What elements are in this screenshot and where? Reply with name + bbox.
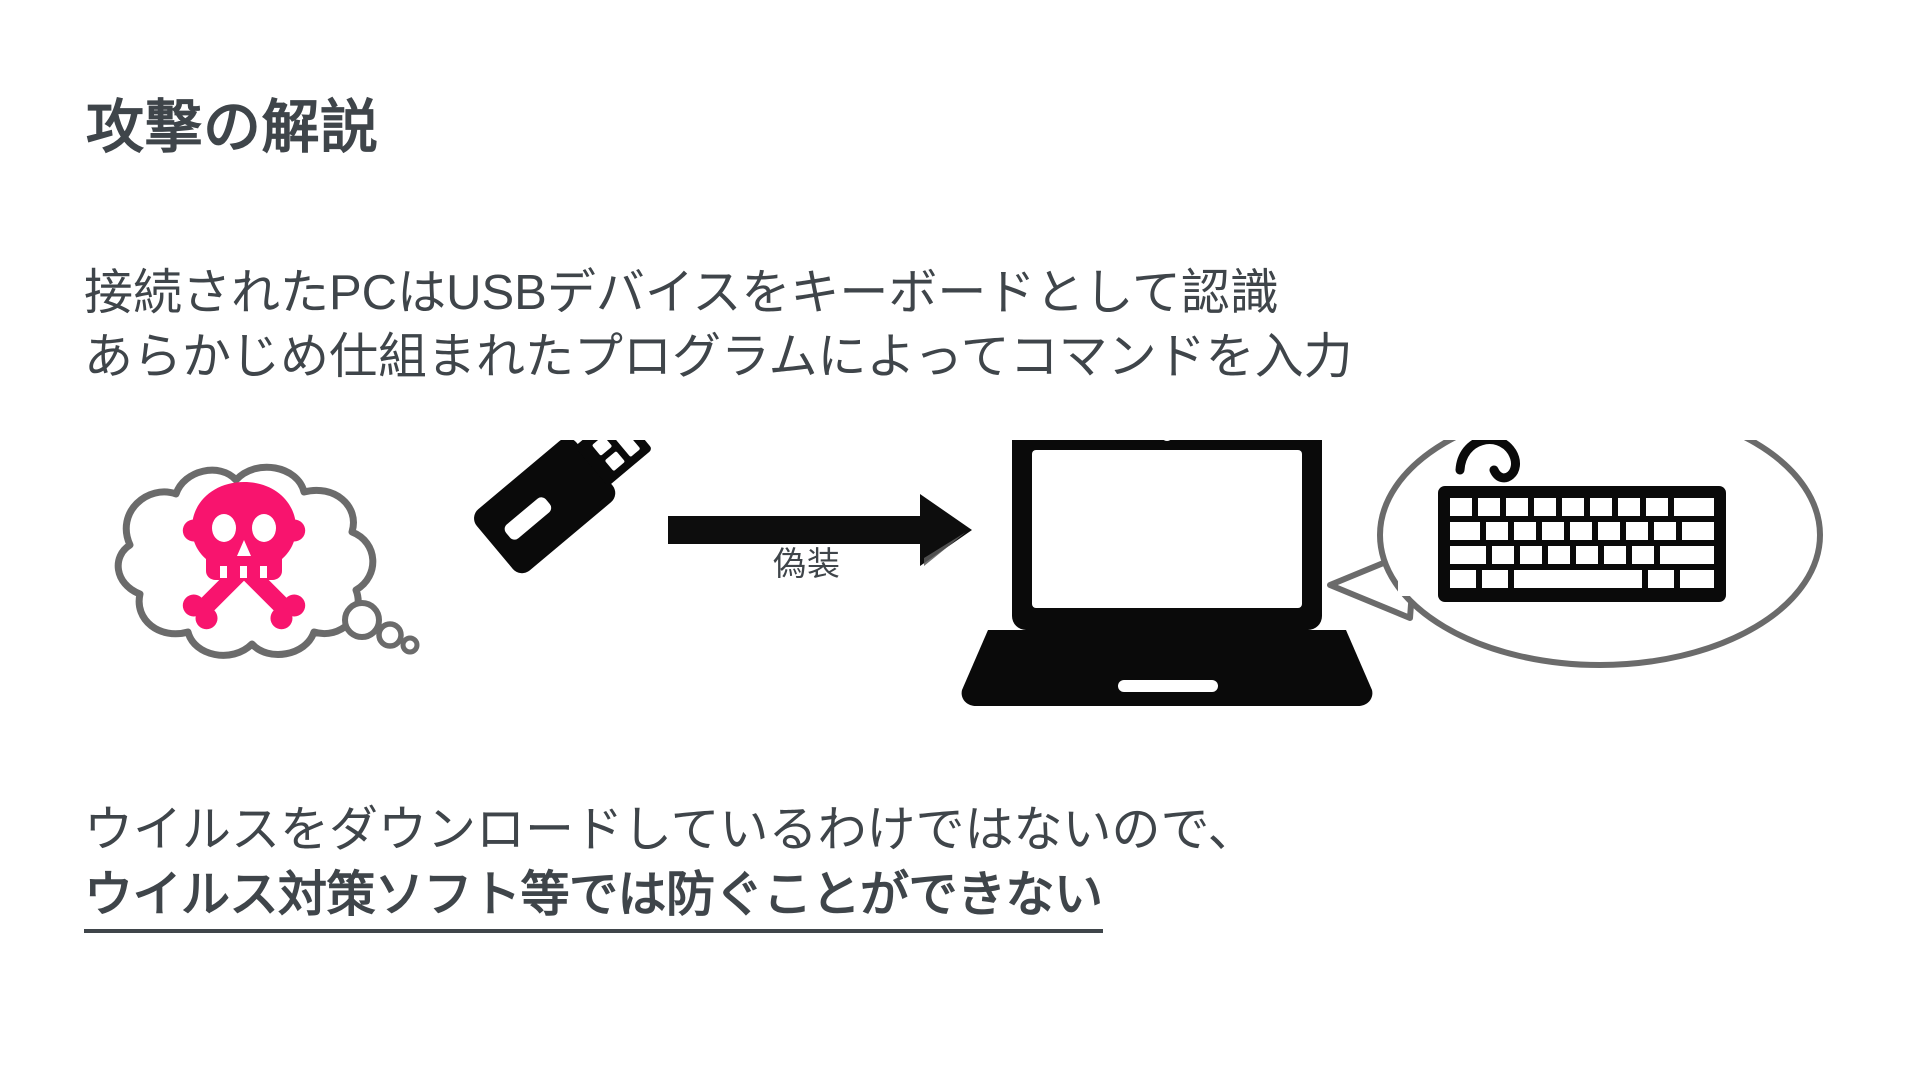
intro-line-1: 接続されたPCはUSBデバイスをキーボードとして認識 — [84, 266, 1279, 320]
conclusion-emphasis: ウイルス対策ソフト等では防ぐことができない — [84, 863, 1103, 934]
speech-bubble-keyboard — [1327, 440, 1823, 668]
intro-line-2: あらかじめ仕組まれたプログラムによってコマンドを入力 — [84, 329, 1353, 384]
skull-crossbones-icon — [182, 482, 306, 630]
conclusion-line-2: ウイルス対策ソフト等では防ぐことができない — [84, 863, 1257, 934]
keyboard-icon — [1438, 486, 1726, 602]
usb-drive-icon — [474, 440, 651, 574]
page-title: 攻撃の解説 — [86, 95, 379, 160]
laptop-icon — [961, 440, 1373, 706]
attack-flow-diagram — [60, 440, 1860, 760]
conclusion-paragraph: ウイルスをダウンロードしているわけではないので、 ウイルス対策ソフト等では防ぐこ… — [84, 798, 1257, 934]
arrow-label: 偽装 — [773, 545, 841, 582]
intro-paragraph: 接続されたPCはUSBデバイスをキーボードとして認識 あらかじめ仕組まれたプログ… — [84, 262, 1353, 389]
right-arrow-icon — [668, 494, 972, 566]
conclusion-line-1: ウイルスをダウンロードしているわけではないので、 — [84, 803, 1257, 857]
